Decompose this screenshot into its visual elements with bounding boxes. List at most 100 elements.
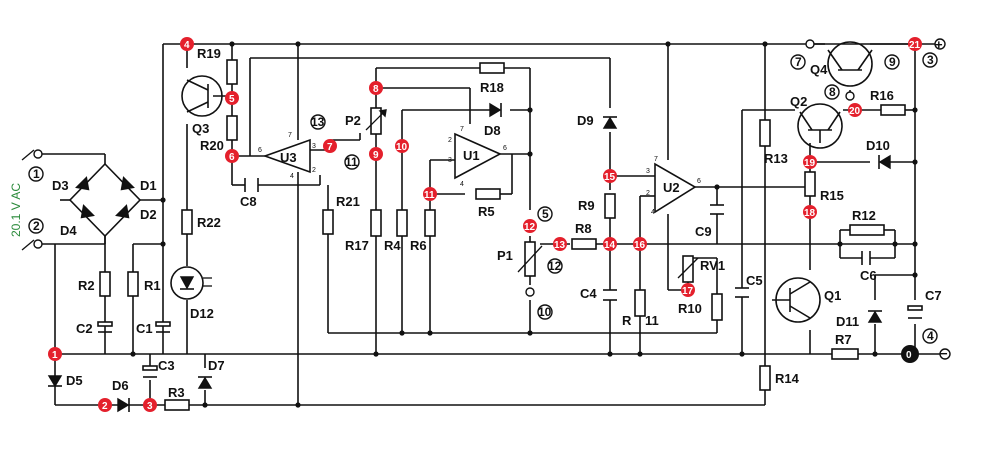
marker-13: 13: [553, 237, 567, 251]
label-r11-prefix: R: [622, 313, 632, 328]
svg-text:11: 11: [424, 190, 435, 201]
svg-text:14: 14: [604, 240, 616, 251]
svg-text:1: 1: [33, 167, 40, 181]
diodes: [47, 102, 891, 413]
svg-text:8: 8: [373, 84, 379, 95]
svg-text:5: 5: [229, 94, 235, 105]
label-r5: R5: [478, 204, 495, 219]
pin-label: 3: [448, 157, 452, 164]
svg-text:21: 21: [909, 40, 921, 51]
plus-sign: +: [935, 37, 943, 52]
pin-label: 4: [651, 209, 655, 216]
label-d11: D11: [836, 314, 859, 329]
marker-5: 5: [225, 91, 239, 105]
svg-text:10: 10: [396, 142, 408, 153]
resistors: [99, 59, 906, 411]
svg-text:11: 11: [345, 155, 358, 169]
label-d9: D9: [577, 113, 594, 128]
label-r2: R2: [78, 278, 95, 293]
u2-triangle: [654, 162, 697, 214]
label-c7: C7: [925, 288, 942, 303]
outlined-marker-3: 3: [922, 52, 938, 68]
u2-label: U2: [663, 180, 680, 195]
label-r14: R14: [775, 371, 800, 386]
marker-11: 11: [423, 187, 437, 201]
output-terminals: + −: [805, 37, 951, 361]
label-c1: C1: [136, 321, 153, 336]
svg-text:16: 16: [634, 240, 646, 251]
marker-19: 19: [803, 155, 817, 169]
pin-label: 4: [460, 181, 464, 188]
label-d7: D7: [208, 358, 225, 373]
label-p2: P2: [345, 113, 361, 128]
label-r17: R17: [345, 238, 369, 253]
pin-label: 6: [258, 147, 262, 154]
input-voltage-label: 20.1 V AC: [9, 183, 23, 237]
pin-label: 7: [654, 156, 658, 163]
marker-2: 2: [98, 398, 112, 412]
outlined-marker-7: 7: [790, 54, 806, 70]
label-c2: C2: [76, 321, 93, 336]
r14-body: [759, 365, 771, 391]
pin-label: 4: [290, 173, 294, 180]
outlined-marker-13: 13: [310, 114, 326, 130]
r15-body: [804, 171, 816, 197]
label-q3: Q3: [192, 121, 209, 136]
svg-text:13: 13: [311, 115, 325, 129]
plus-terminal: [934, 38, 946, 50]
ac-input: 20.1 V AC: [9, 149, 43, 251]
u3-triangle: [262, 138, 311, 174]
outlined-marker-8: 8: [824, 84, 840, 100]
label-r8: R8: [575, 221, 592, 236]
transistors: [181, 41, 873, 323]
label-r16: R16: [870, 88, 894, 103]
label-p1: P1: [497, 248, 513, 263]
outlined-marker-1: 1: [28, 166, 44, 182]
pin-label: 6: [697, 178, 701, 185]
svg-text:4: 4: [184, 40, 190, 51]
label-c5: C5: [746, 273, 763, 288]
label-d5: D5: [66, 373, 83, 388]
marker-3: 3: [143, 398, 157, 412]
svg-text:0: 0: [906, 350, 912, 361]
svg-text:8: 8: [829, 85, 836, 99]
label-r22: R22: [197, 215, 221, 230]
rv1-body: [682, 255, 694, 283]
label-r12: R12: [852, 208, 876, 223]
label-d10: D10: [866, 138, 890, 153]
r18-body: [479, 62, 505, 74]
marker-7: 7: [323, 139, 337, 153]
pin-label: 7: [288, 132, 292, 139]
svg-text:19: 19: [804, 158, 816, 169]
label-d1: D1: [140, 178, 157, 193]
bridge-rectifier: [68, 162, 142, 238]
outlined-marker-5: 5: [537, 206, 553, 222]
label-r20: R20: [200, 138, 224, 153]
svg-text:5: 5: [542, 207, 549, 221]
component-labels: D3 D1 D2 D4 R19 Q3 R20 C8 R22 D12 R2 R1 …: [52, 46, 942, 400]
marker-10: 10: [395, 139, 409, 153]
outlined-marker-2: 2: [28, 218, 44, 234]
label-c6: C6: [860, 268, 877, 283]
svg-text:9: 9: [373, 150, 379, 161]
r7-body: [831, 348, 859, 360]
label-r21: R21: [336, 194, 360, 209]
marker-8: 8: [369, 81, 383, 95]
label-c4: C4: [580, 286, 597, 301]
pin-label: 7: [460, 126, 464, 133]
pin-label: 2: [646, 190, 650, 197]
label-r3: R3: [168, 385, 185, 400]
ac-terminal-1: [33, 149, 43, 159]
red-markers: 1 2 3 4 5 6 7 8 9 10 11 12 13 14 15 16 1…: [48, 37, 922, 412]
r4-body: [396, 209, 408, 237]
marker-1: 1: [48, 347, 62, 361]
marker-4: 4: [180, 37, 194, 51]
svg-text:6: 6: [229, 152, 235, 163]
label-r1: R1: [144, 278, 161, 293]
label-c8: C8: [240, 194, 257, 209]
label-d8: D8: [484, 123, 501, 138]
svg-text:12: 12: [524, 222, 536, 233]
minus-terminal: [939, 348, 951, 360]
svg-text:1: 1: [52, 350, 58, 361]
svg-text:2: 2: [102, 401, 108, 412]
